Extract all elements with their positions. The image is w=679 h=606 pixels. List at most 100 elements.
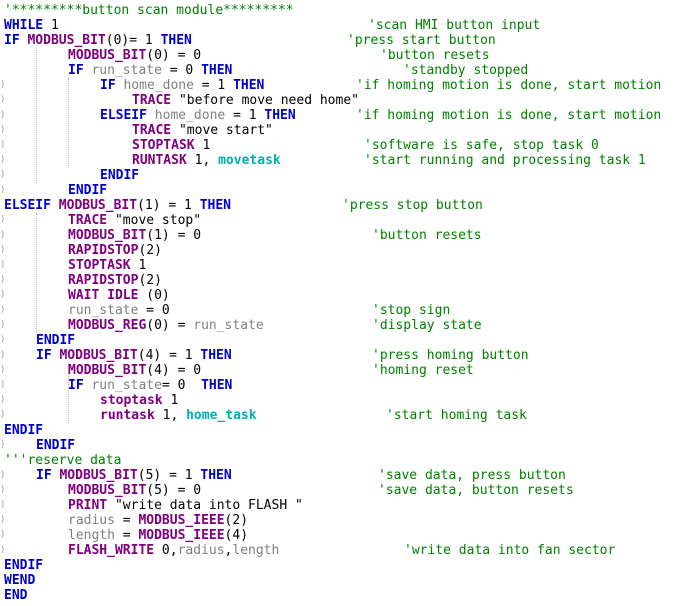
code-token: THEN (233, 78, 265, 93)
code-token: MODBUS_BIT (68, 483, 147, 498)
code-token: IF (4, 33, 20, 48)
code-line[interactable]: radius = MODBUS_IEEE(2) (68, 513, 248, 528)
code-token: ENDIF (68, 183, 108, 198)
code-token: 1 (130, 258, 147, 273)
code-line[interactable]: ELSEIF home_done = 1 THEN (100, 108, 296, 123)
code-token: MODBUS_BIT (59, 468, 138, 483)
code-token: = 1 (193, 78, 234, 93)
code-token (107, 498, 115, 513)
code-token: WEND (4, 573, 36, 588)
code-comment: 'press stop button (342, 198, 483, 213)
code-comment: 'if homing motion is done, start motion (356, 78, 662, 93)
code-line[interactable]: MODBUS_BIT(0) = 0 (68, 48, 201, 63)
code-token: stoptask (100, 393, 163, 408)
code-token: IF (36, 348, 52, 363)
code-line[interactable]: IF MODBUS_BIT(5) = 1 THEN (36, 468, 232, 483)
code-line[interactable]: IF home_done = 1 THEN (100, 78, 264, 93)
code-token: 1 (194, 138, 211, 153)
code-line[interactable]: runtask 1, home_task (100, 408, 257, 423)
fold-marker: ) (0, 245, 6, 255)
code-token: FLASH_WRITE (68, 543, 155, 558)
code-line[interactable]: END (4, 588, 27, 603)
code-token: IF (68, 378, 84, 393)
code-line[interactable]: IF MODBUS_BIT(4) = 1 THEN (36, 348, 232, 363)
code-line[interactable]: length = MODBUS_IEEE(4) (68, 528, 248, 543)
indent-guide (68, 78, 69, 168)
code-line[interactable]: IF run_state = 0 THEN (68, 63, 232, 78)
code-line[interactable]: stoptask 1 (100, 393, 178, 408)
code-token: home_task (186, 408, 257, 423)
fold-marker: ) (0, 470, 6, 480)
code-token: ENDIF (4, 558, 44, 573)
fold-marker: ) (0, 275, 6, 285)
code-line[interactable]: ENDIF (36, 333, 75, 348)
code-comment: 'homing reset (372, 363, 474, 378)
code-line[interactable]: STOPTASK 1 (132, 138, 210, 153)
code-line[interactable]: ENDIF (100, 168, 139, 183)
code-line[interactable]: TRACE "move stop" (68, 213, 201, 228)
code-token: = 0 (161, 63, 202, 78)
code-line[interactable]: IF MODBUS_BIT(0)= 1 THEN (4, 33, 192, 48)
fold-marker: ) (0, 365, 6, 375)
code-token: 1, (186, 153, 219, 168)
code-token: THEN (200, 468, 232, 483)
indent-guide (36, 48, 37, 183)
code-line[interactable]: TRACE "before move need home" (132, 93, 359, 108)
code-line[interactable]: FLASH_WRITE 0,radius,length (68, 543, 279, 558)
code-line[interactable]: PRINT "write data into FLASH " (68, 498, 303, 513)
code-line[interactable]: MODBUS_BIT(4) = 0 (68, 363, 201, 378)
code-token: WAIT IDLE (68, 288, 139, 303)
code-token: THEN (200, 348, 232, 363)
code-line[interactable]: WEND (4, 573, 35, 588)
code-line[interactable]: MODBUS_BIT(5) = 0 (68, 483, 201, 498)
code-line[interactable]: WHILE 1 (4, 18, 59, 33)
code-token: (1) = 1 (137, 198, 200, 213)
code-token: TRACE (132, 93, 172, 108)
code-token: '''reserve data (4, 453, 122, 468)
code-line[interactable]: MODBUS_BIT(1) = 0 (68, 228, 201, 243)
code-line[interactable]: RUNTASK 1, movetask (132, 153, 281, 168)
code-line[interactable]: WAIT IDLE (0) (68, 288, 170, 303)
code-line[interactable]: RAPIDSTOP(2) (68, 273, 162, 288)
fold-marker: ) (0, 545, 6, 555)
code-token: (2) (138, 243, 162, 258)
code-token: home_done (154, 108, 226, 123)
code-line[interactable]: ELSEIF MODBUS_BIT(1) = 1 THEN (4, 198, 231, 213)
code-line[interactable]: '*********button scan module********* (4, 3, 294, 18)
code-comment: 'button resets (372, 228, 482, 243)
code-token: MODBUS_IEEE (138, 528, 225, 543)
code-token: PRINT (68, 498, 108, 513)
code-token: STOPTASK (132, 138, 195, 153)
code-token: IF (36, 468, 52, 483)
code-line[interactable]: STOPTASK 1 (68, 258, 146, 273)
code-line[interactable]: IF run_state= 0 THEN (68, 378, 232, 393)
code-token: (0)= 1 (105, 33, 161, 48)
code-line[interactable]: ENDIF (4, 558, 43, 573)
fold-marker: ) (0, 80, 6, 90)
code-token: ENDIF (100, 168, 140, 183)
code-line[interactable]: ENDIF (4, 423, 43, 438)
fold-marker: ) (0, 215, 6, 225)
code-token: MODBUS_BIT (27, 33, 106, 48)
code-token: = 1 (225, 108, 265, 123)
code-token: = 0 (161, 378, 202, 393)
code-token: TRACE (68, 213, 108, 228)
code-token: THEN (199, 198, 232, 213)
code-line[interactable]: ENDIF (36, 438, 75, 453)
fold-marker: ) (0, 335, 6, 345)
code-comment: 'display state (372, 318, 482, 333)
code-token: (0) = 0 (146, 48, 202, 63)
code-token: (4) = 0 (146, 363, 202, 378)
code-token (171, 93, 179, 108)
code-token: ENDIF (36, 333, 76, 348)
code-token: WHILE (4, 18, 44, 33)
code-line[interactable]: RAPIDSTOP(2) (68, 243, 162, 258)
code-line[interactable]: ENDIF (68, 183, 107, 198)
code-token: THEN (264, 108, 296, 123)
code-line[interactable]: TRACE "move start" (132, 123, 273, 138)
code-token: runtask (100, 408, 155, 423)
code-line[interactable]: MODBUS_REG(0) = run_state (68, 318, 264, 333)
code-line[interactable]: run_state = 0 (68, 303, 170, 318)
code-line[interactable]: '''reserve data (4, 453, 121, 468)
